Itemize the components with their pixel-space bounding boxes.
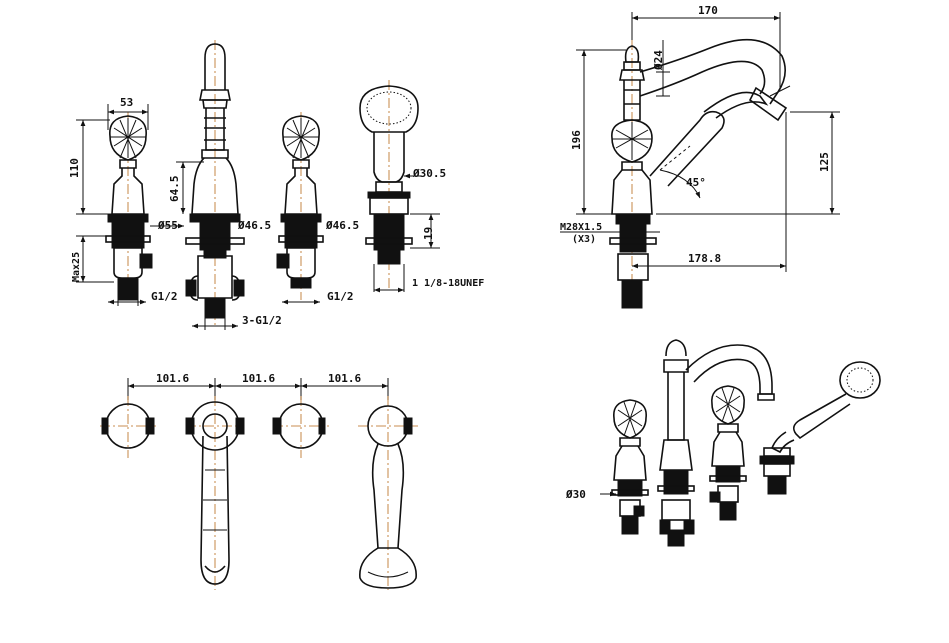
- dim-qty: (X3): [572, 234, 596, 245]
- iso-view: Ø30: [565, 339, 881, 547]
- iso-right-valve: [709, 385, 747, 521]
- dim-thread-right: G1/2: [327, 290, 354, 303]
- left-valve: [105, 112, 153, 301]
- dim-handle-width: 53: [120, 96, 133, 109]
- dim-thread-left: G1/2: [151, 290, 178, 303]
- center-spout: [185, 40, 245, 325]
- dim-dia-55: Ø55: [157, 219, 178, 232]
- dim-spacing-3: 101.6: [328, 372, 361, 385]
- iso-left-valve: [611, 399, 649, 535]
- dim-thread-shower: 1 1/8-18UNEF: [412, 278, 484, 289]
- dim-dia-24: Ø24: [652, 50, 665, 71]
- dim-dia-30-5: Ø30.5: [412, 167, 446, 180]
- front-dimensions: 53 110 Max25 64.5 Ø55 Ø46.5 Ø46.5 Ø30.5 …: [68, 96, 484, 330]
- dim-spacing-2: 101.6: [242, 372, 275, 385]
- dim-thread: M28X1.5: [560, 222, 602, 233]
- dim-spacing-1: 101.6: [156, 372, 189, 385]
- dim-angle: 45°: [686, 176, 706, 189]
- dim-max-below: Max25: [71, 252, 82, 282]
- dim-thread-spout: 3-G1/2: [242, 314, 282, 327]
- dim-dia-30: Ø30: [565, 488, 586, 501]
- dim-height-196: 196: [570, 130, 583, 150]
- dim-height-19: 19: [422, 227, 435, 240]
- dim-width-170: 170: [698, 4, 718, 17]
- dim-dia-46-5-a: Ø46.5: [237, 219, 271, 232]
- iso-spout: [657, 339, 775, 547]
- iso-hand-shower: [759, 361, 881, 495]
- front-view: 53 110 Max25 64.5 Ø55 Ø46.5 Ø46.5 Ø30.5 …: [68, 40, 484, 330]
- dim-reach: 178.8: [688, 252, 721, 265]
- side-view: 170 Ø24 196 125 45° M28X1.5 (X3) 178.8: [560, 4, 840, 310]
- dim-handle-height: 110: [68, 158, 81, 178]
- hand-shower: [359, 80, 419, 290]
- dim-body-height: 64.5: [168, 176, 181, 203]
- top-view: 101.6 101.6 101.6: [100, 372, 418, 590]
- dim-height-125: 125: [818, 152, 831, 172]
- right-valve: [276, 112, 324, 300]
- dim-dia-46-5-b: Ø46.5: [325, 219, 359, 232]
